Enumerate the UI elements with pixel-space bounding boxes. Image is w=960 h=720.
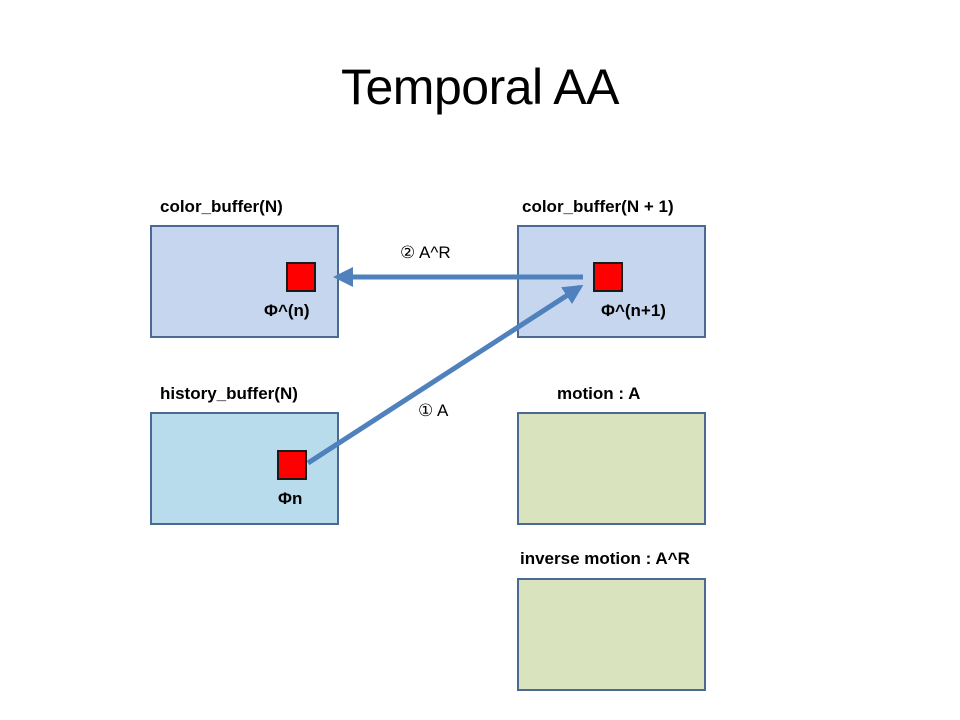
motion-label: motion : A xyxy=(557,384,641,403)
pixel-phi-n1-marker xyxy=(593,262,623,292)
pixel-phi-n1-label: Φ^(n+1) xyxy=(601,301,666,320)
pixel-phi-n-label: Φ^(n) xyxy=(264,301,310,320)
history-buffer-box xyxy=(150,412,339,525)
history-buffer-label: history_buffer(N) xyxy=(160,384,298,403)
forward-motion-arrow xyxy=(306,284,584,466)
pixel-phi-history-marker xyxy=(277,450,307,480)
motion-box xyxy=(517,412,706,525)
color-buffer-n1-label: color_buffer(N + 1) xyxy=(522,197,674,216)
inverse-motion-label: inverse motion : A^R xyxy=(520,549,690,568)
inverse-motion-box xyxy=(517,578,706,691)
color-buffer-n-label: color_buffer(N) xyxy=(160,197,283,216)
inverse-arrow-label: ② A^R xyxy=(400,243,451,262)
slide-title: Temporal AA xyxy=(341,59,619,115)
pixel-phi-history-label: Φn xyxy=(278,489,303,508)
pixel-phi-n-marker xyxy=(286,262,316,292)
forward-arrow-label: ① A xyxy=(418,401,449,420)
